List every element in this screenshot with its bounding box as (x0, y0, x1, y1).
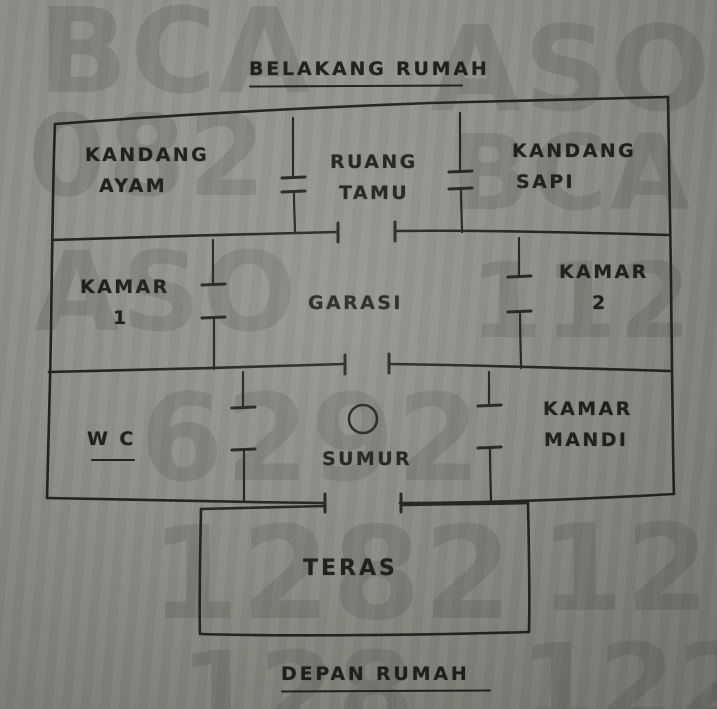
wall-teras-top-right (400, 501, 530, 507)
room-label-kandang-sapi-line2: SAPI (516, 171, 575, 193)
watermark-text: 6292 (140, 370, 482, 509)
room-label-kamar-mandi: KAMAR MANDI (543, 394, 633, 456)
wall-teras-left (198, 507, 203, 636)
watermark-text: 128 (180, 628, 416, 709)
room-label-kandang-sapi-line1: KANDANG (512, 140, 637, 162)
wall-row2-row3-left (47, 362, 346, 374)
sumur-well-circle (347, 403, 379, 435)
wall-outer-bottom-left (45, 496, 327, 505)
room-label-sumur: SUMUR (322, 444, 412, 475)
wall-tamu-sapi-lower (459, 187, 464, 234)
watermark-text: 1282 (150, 500, 515, 649)
room-label-wc-underline (91, 459, 135, 461)
room-label-ruang-tamu-line1: RUANG (330, 151, 418, 173)
wall-ayam-tamu-lower (292, 190, 297, 235)
wall-sumur-kamarmandi-lower (488, 446, 493, 505)
room-label-wc: W C (87, 424, 136, 461)
room-label-ruang-tamu: RUANG TAMU (330, 147, 418, 209)
door-jamb-wc-sumur-upper (230, 405, 257, 410)
wall-outer-left (45, 122, 57, 500)
wall-garasi-kamar2-lower (518, 310, 523, 370)
watermark-text: ASO (430, 0, 713, 138)
wall-outer-bottom-right (398, 492, 676, 505)
room-label-garasi: GARASI (308, 288, 403, 319)
room-label-kamar-1: KAMAR 1 (80, 272, 170, 334)
wall-teras-top-left (199, 504, 327, 511)
wall-teras-bottom (198, 630, 531, 637)
door-jamb-kamar1-garasi-upper (200, 282, 227, 287)
room-label-kamar-mandi-line2: MANDI (544, 429, 629, 451)
wall-teras-right (526, 501, 531, 634)
room-label-kamar-1-line1: KAMAR (80, 276, 170, 298)
caption-depan-rumah-text: DEPAN RUMAH (281, 663, 470, 685)
room-label-teras-text: TERAS (303, 556, 398, 581)
wall-row2-row3-right (388, 362, 674, 373)
door-jamb-sumur-kamarmandi-upper (476, 403, 503, 408)
door-jamb-garasi-kamar2-upper (506, 274, 533, 279)
caption-depan-rumah: DEPAN RUMAH (280, 663, 492, 693)
room-label-teras: TERAS (303, 553, 398, 584)
wall-row1-row2-right (394, 229, 672, 237)
room-label-kamar-mandi-line1: KAMAR (543, 398, 633, 420)
room-label-kamar-1-line2: 1 (113, 307, 129, 329)
wall-row1-row2-left (50, 230, 339, 242)
door-jamb-ayam-tamu-upper (280, 175, 307, 180)
wall-outer-right (666, 95, 676, 496)
wall-outer-top (53, 95, 670, 126)
room-label-sumur-text: SUMUR (322, 448, 413, 470)
room-label-kandang-ayam: KANDANG AYAM (85, 140, 209, 202)
room-label-wc-text: W C (87, 428, 136, 450)
room-label-kandang-ayam-line2: AYAM (99, 175, 168, 197)
room-label-kandang-sapi: KANDANG SAPI (512, 136, 636, 198)
room-label-kamar-2-line2: 2 (592, 292, 608, 314)
watermark-text: BCA (38, 0, 312, 120)
door-jamb-tamu-sapi-upper (447, 169, 474, 174)
room-label-kandang-ayam-line1: KANDANG (85, 144, 210, 166)
watermark-text: BCA (450, 112, 693, 234)
room-label-garasi-text: GARASI (308, 292, 403, 314)
room-label-ruang-tamu-line2: TAMU (339, 182, 410, 204)
watermark-text: ASO (34, 228, 298, 356)
watermark-text: 1281 (540, 500, 717, 639)
watermark-text: 122 (520, 620, 717, 709)
caption-belakang-rumah: BELAKANG RUMAH (248, 58, 487, 88)
caption-belakang-rumah-text: BELAKANG RUMAH (249, 58, 490, 80)
watermark-text: 112 (470, 240, 694, 362)
room-label-kamar-2-line1: KAMAR (559, 261, 649, 283)
room-label-kamar-2: KAMAR 2 (559, 257, 649, 319)
